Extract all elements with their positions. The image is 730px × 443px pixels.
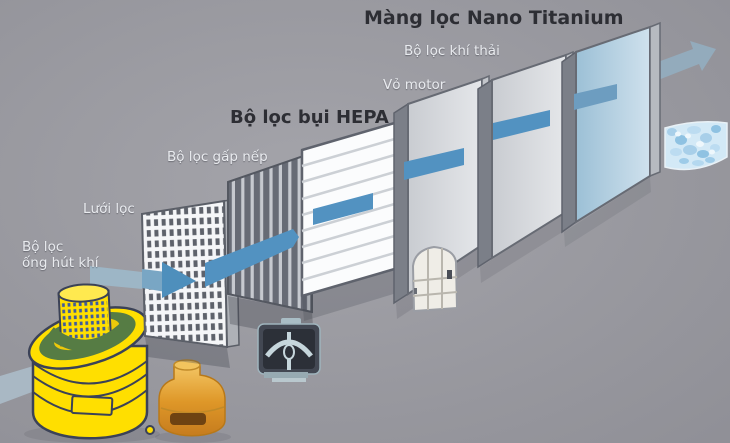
- diagram-title: Màng lọc Nano Titanium: [364, 7, 624, 29]
- airflow-arrow-segment-2: [313, 193, 373, 225]
- label-intake-filter-line1: Bộ lọc: [22, 239, 64, 255]
- filter-fabric-swatch: [664, 121, 728, 171]
- label-hepa-filter: Bộ lọc bụi HEPA: [230, 107, 389, 128]
- airflow-arrow-exit: [647, 41, 716, 82]
- label-intake-filter-line2: ống hút khí: [22, 254, 99, 271]
- intake-filter-illustration: [24, 283, 160, 443]
- mesh-filter-illustration: [140, 198, 240, 368]
- label-motor-housing: Vỏ motor: [383, 77, 446, 93]
- nano-titanium-panel: [561, 21, 661, 247]
- airflow-arrow-mesh-segment: [142, 262, 196, 298]
- accent-part-illustration: [155, 359, 231, 443]
- airflow-arrow-intake-segment: [90, 266, 142, 289]
- motor-part-illustration: [257, 318, 321, 382]
- pleated-filter-illustration: [227, 151, 314, 340]
- airflow-arrow-segment-4: [493, 110, 550, 140]
- airflow-arrow-segment-1: [205, 229, 299, 287]
- grille-part-illustration: [411, 245, 459, 313]
- airflow-arrow-segment-3: [404, 148, 464, 180]
- label-intake-filter: Bộ lọc ống hút khí: [22, 239, 99, 271]
- label-pleated-filter: Bộ lọc gấp nếp: [167, 149, 268, 165]
- label-mesh-filter: Lưới lọc: [83, 201, 135, 217]
- airflow-arrow-segment-5: [574, 84, 617, 110]
- exhaust-filter-panel: [477, 50, 574, 283]
- label-exhaust-filter: Bộ lọc khí thải: [404, 43, 500, 59]
